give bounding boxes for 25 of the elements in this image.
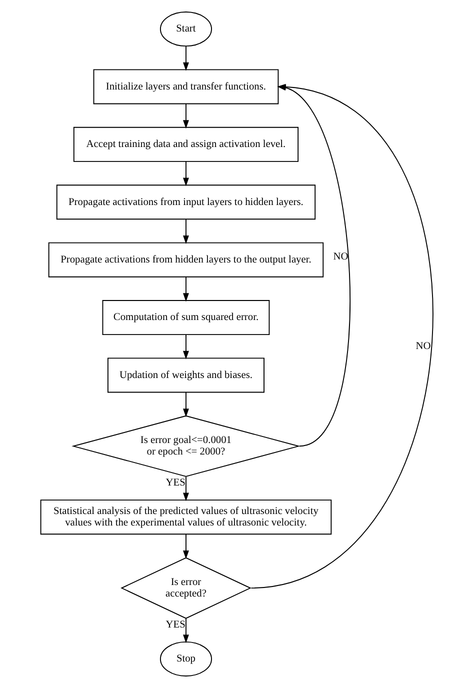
node-ellipse: Stop [160,641,212,676]
arrow [183,618,189,644]
node-box: Statistical analysis of the predicted values of ultrasonic velocity values with the experimental values of ultrasonic velocity. [40,500,332,535]
node-box: Computation of sum squared error. [102,300,270,336]
edge-label: YES [166,478,186,489]
arrow [183,218,189,244]
arrow [183,103,189,129]
arrow [183,46,189,71]
arrow [183,161,189,186]
node-box: Propagate activations from hidden layers to the output layer. [48,242,324,278]
arrow [183,534,189,560]
node-box: Initialize layers and transfer functions. [93,69,279,104]
node-box: Propagate activations from input layers to hidden layers. [56,184,316,220]
arrow [183,476,189,502]
node-diamond: Is error goal<=0.0001 or epoch <= 2000? [72,415,300,477]
edge-label: YES [166,619,186,630]
node-box: Updation of weights and biases. [107,358,264,393]
arrow [183,276,189,302]
node-diamond: Is error accepted? [120,557,252,619]
node-box: Accept training data and assign activation level. [73,126,299,162]
arrow [183,334,189,360]
edge-label: NO [416,341,431,352]
arrow [183,392,189,418]
edge-label: NO [333,252,348,263]
node-ellipse: Start [160,12,212,47]
